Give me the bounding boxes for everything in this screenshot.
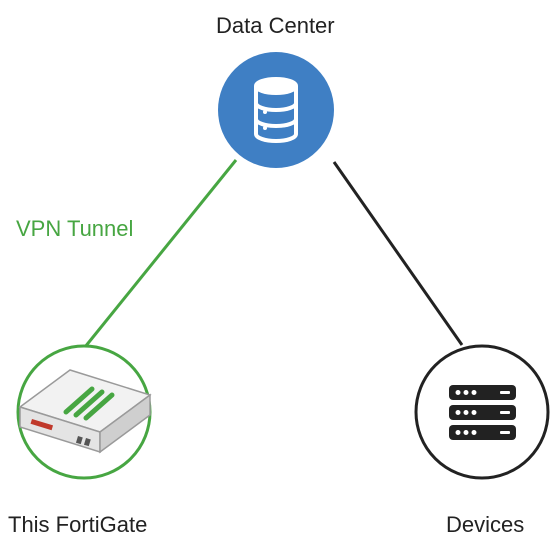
devices-link-line	[332, 161, 464, 346]
devices-label: Devices	[446, 512, 525, 537]
fortigate-label: This FortiGate	[8, 512, 148, 537]
fortigate-node[interactable]	[16, 344, 152, 480]
vpn-tunnel-label: VPN Tunnel	[16, 216, 134, 241]
devices-node[interactable]	[414, 344, 550, 480]
server-rack-icon	[449, 385, 516, 440]
vpn-tunnel-line	[83, 159, 238, 348]
data-center-node[interactable]	[218, 52, 334, 168]
fortigate-appliance-icon	[18, 369, 152, 454]
data-center-label: Data Center	[216, 13, 335, 38]
database-icon	[254, 77, 298, 143]
